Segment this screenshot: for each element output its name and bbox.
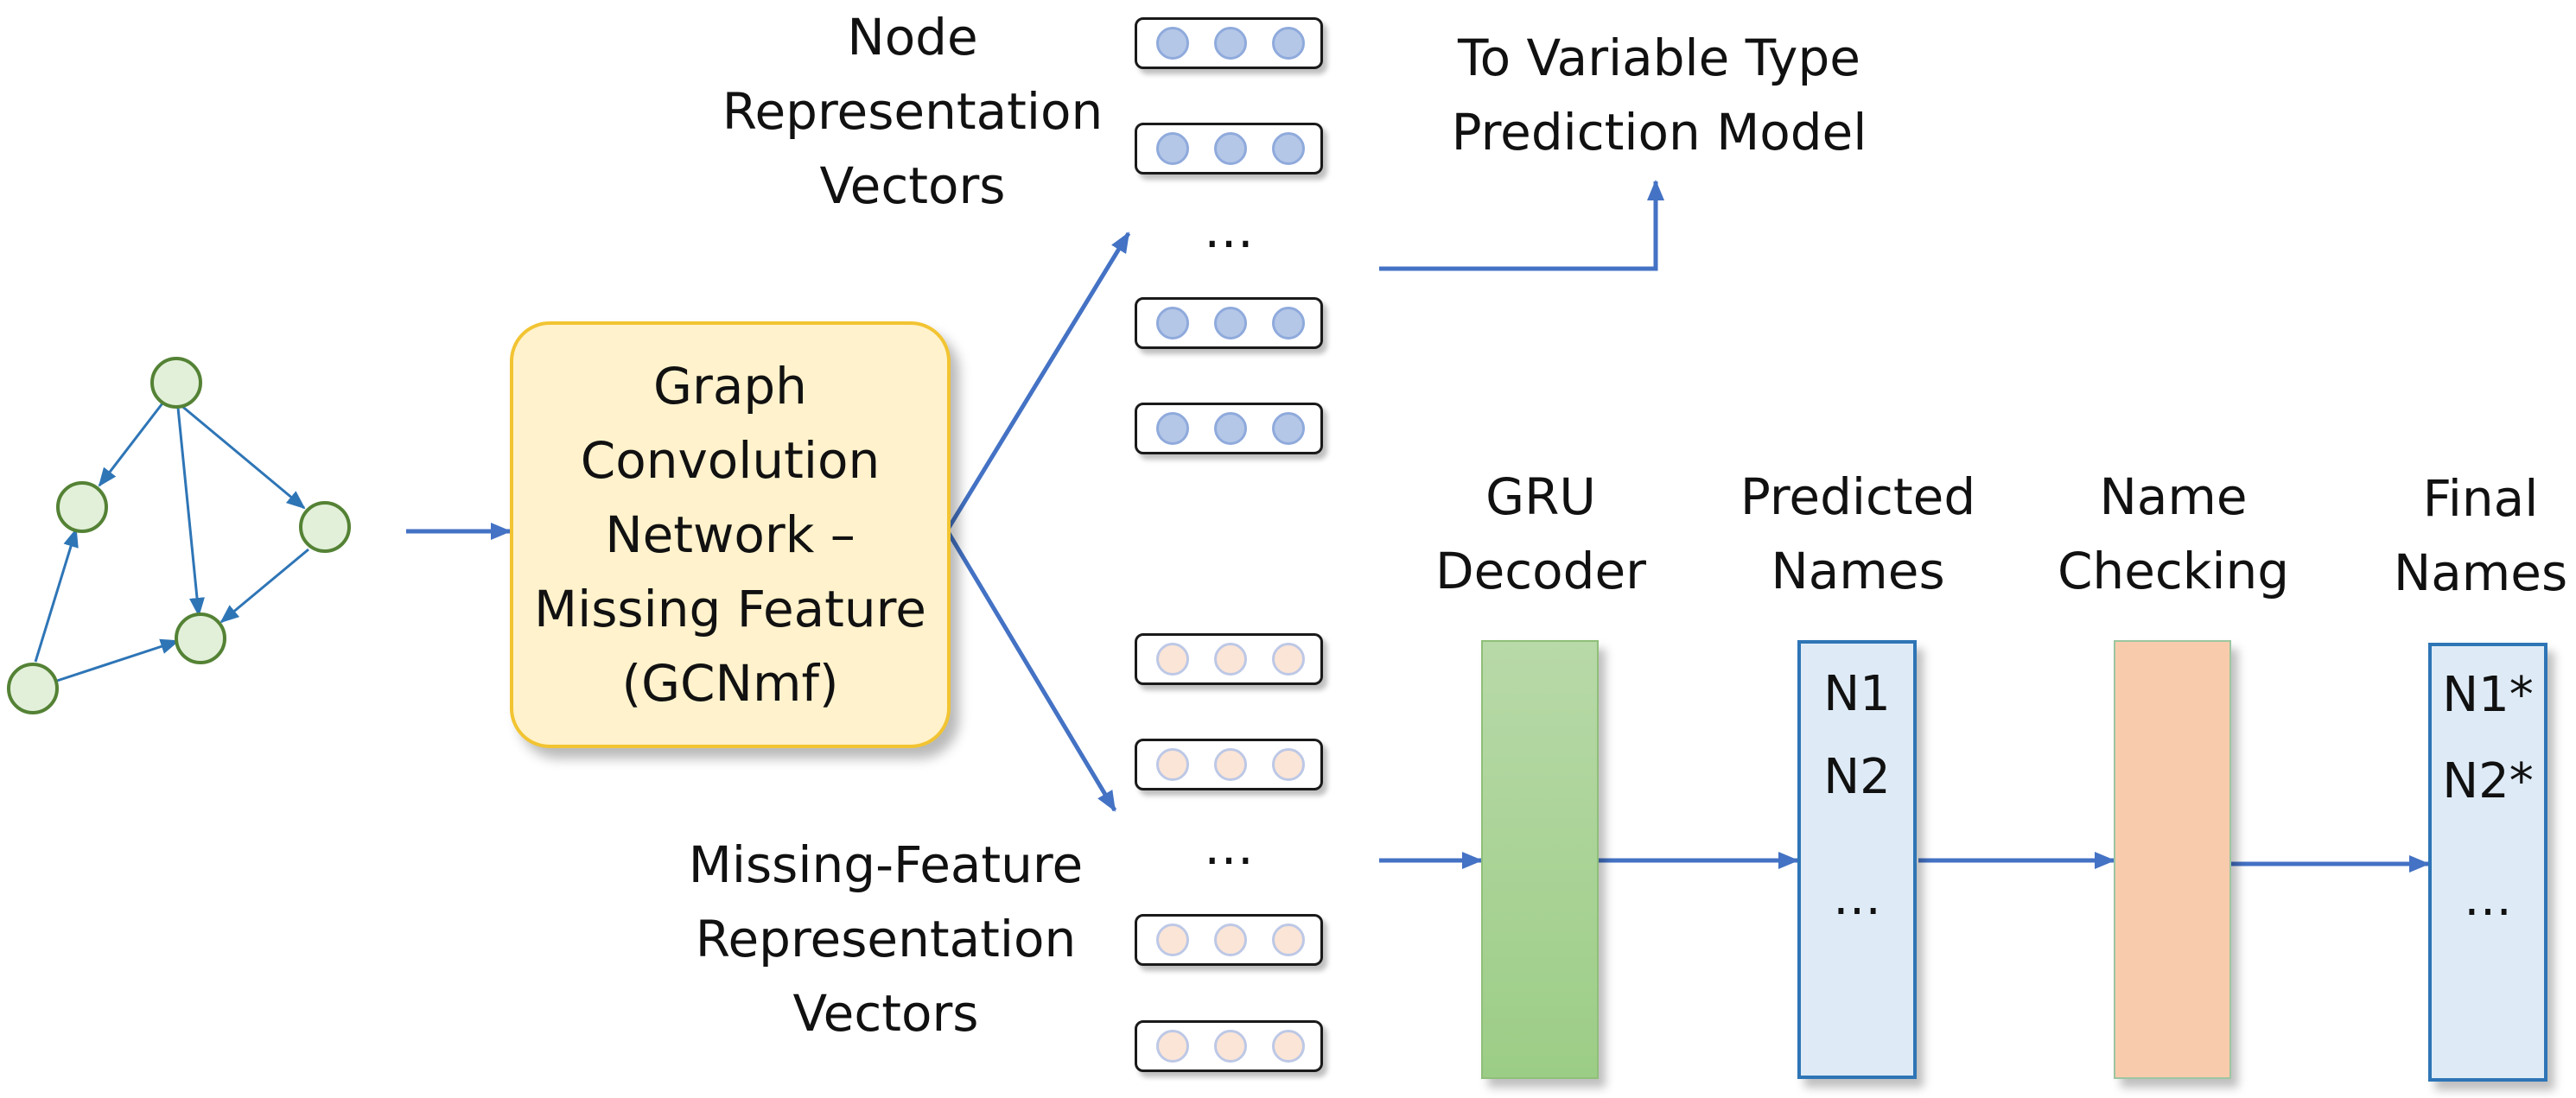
vector-dot — [1156, 643, 1189, 676]
gru-decoder-line: GRU — [1485, 467, 1596, 526]
variable-type-label: To Variable Type Prediction Model — [1417, 21, 1901, 169]
graph-edge — [176, 407, 205, 617]
predicted-name-item: … — [1833, 870, 1881, 926]
gcn-to-node-vectors-arrow — [945, 232, 1131, 532]
node-vector — [1135, 297, 1323, 349]
final-names-line: Names — [2393, 543, 2568, 602]
vector-dot — [1272, 132, 1305, 165]
graph-edge — [34, 528, 79, 663]
final-names-label: Final Names — [2385, 461, 2576, 610]
missing-vector — [1135, 739, 1323, 790]
gcnmf-box: Graph Convolution Network – Missing Feat… — [510, 321, 951, 748]
vector-dot — [1272, 748, 1305, 781]
vector-dot — [1214, 1030, 1247, 1063]
final-name-item: N1* — [2442, 667, 2534, 723]
vector-dot — [1214, 748, 1247, 781]
node-vector — [1135, 123, 1323, 175]
vector-dot — [1214, 412, 1247, 445]
gcnmf-line: Convolution — [580, 431, 881, 490]
predicted-names-block: N1 N2 … — [1797, 640, 1917, 1079]
graph-node — [56, 481, 108, 533]
vector-dot — [1272, 27, 1305, 60]
variable-type-line: Prediction Model — [1451, 103, 1867, 162]
gcn-to-missing-vectors-arrow — [945, 529, 1117, 812]
node-vectors-label-line: Representation — [722, 82, 1104, 141]
variable-type-line: To Variable Type — [1458, 29, 1860, 87]
to-variable-type-arrow — [1379, 180, 1664, 271]
vector-dot — [1156, 923, 1189, 956]
node-vector — [1135, 403, 1323, 454]
input-graph — [7, 357, 351, 714]
missing-vector — [1135, 1020, 1323, 1072]
predicted-name-item: N1 — [1823, 666, 1891, 722]
predicted-names-line: Predicted — [1740, 467, 1976, 526]
predicted-names-line: Names — [1771, 542, 1945, 600]
vector-dot — [1214, 307, 1247, 340]
vector-dot — [1272, 412, 1305, 445]
vector-dot — [1272, 643, 1305, 676]
name-checking-block — [2114, 640, 2231, 1079]
vector-dot — [1214, 132, 1247, 165]
gru-decoder-line: Decoder — [1434, 542, 1647, 600]
missing-vector — [1135, 914, 1323, 966]
name-checking-line: Checking — [2057, 542, 2290, 600]
graph-edge — [179, 403, 306, 510]
vector-dot — [1156, 1030, 1189, 1063]
gcnmf-line: (GCNmf) — [621, 654, 839, 713]
missing-vectors-label: Missing-Feature Representation Vectors — [665, 828, 1106, 1050]
vector-dot — [1156, 27, 1189, 60]
vector-dot — [1214, 923, 1247, 956]
vector-dot — [1156, 307, 1189, 340]
final-names-block: N1* N2* … — [2428, 643, 2547, 1082]
missing-vectors-ellipsis: … — [1204, 817, 1254, 876]
gru-decoder-label: GRU Decoder — [1400, 460, 1682, 608]
graph-edge — [56, 638, 180, 682]
gcnmf-line: Graph — [653, 357, 807, 416]
missing-vectors-label-line: Vectors — [792, 984, 979, 1043]
vector-dot — [1272, 923, 1305, 956]
graph-node — [175, 612, 226, 664]
vector-dot — [1214, 643, 1247, 676]
gru-decoder-block — [1481, 640, 1599, 1079]
predicted-name-item: N2 — [1823, 749, 1891, 805]
node-vectors-ellipsis: … — [1204, 200, 1254, 259]
graph-node — [150, 357, 202, 409]
graph-edge — [219, 548, 309, 624]
node-vectors-label: Node Representation Vectors — [696, 0, 1129, 223]
vector-dot — [1156, 748, 1189, 781]
missing-vectors-label-line: Missing-Feature — [688, 835, 1084, 894]
missing-vectors-label-line: Representation — [695, 910, 1077, 968]
predicted-names-label: Predicted Names — [1707, 460, 2009, 608]
node-vectors-label-line: Node — [847, 8, 978, 67]
graph-edge — [98, 399, 167, 487]
name-checking-label: Name Checking — [2022, 460, 2325, 608]
vector-dot — [1156, 132, 1189, 165]
graph-node — [7, 663, 59, 714]
gcnmf-line: Missing Feature — [534, 580, 926, 638]
vector-dot — [1272, 307, 1305, 340]
graph-node — [299, 501, 351, 553]
vector-dot — [1214, 27, 1247, 60]
final-name-item: N2* — [2442, 753, 2534, 809]
vector-dot — [1156, 412, 1189, 445]
node-vectors-label-line: Vectors — [819, 156, 1006, 215]
final-name-item: … — [2464, 871, 2512, 927]
node-vector — [1135, 17, 1323, 69]
vector-dot — [1272, 1030, 1305, 1063]
final-names-line: Final — [2422, 469, 2539, 528]
missing-vector — [1135, 633, 1323, 685]
name-checking-line: Name — [2099, 467, 2248, 526]
gcnmf-line: Network – — [605, 505, 855, 564]
